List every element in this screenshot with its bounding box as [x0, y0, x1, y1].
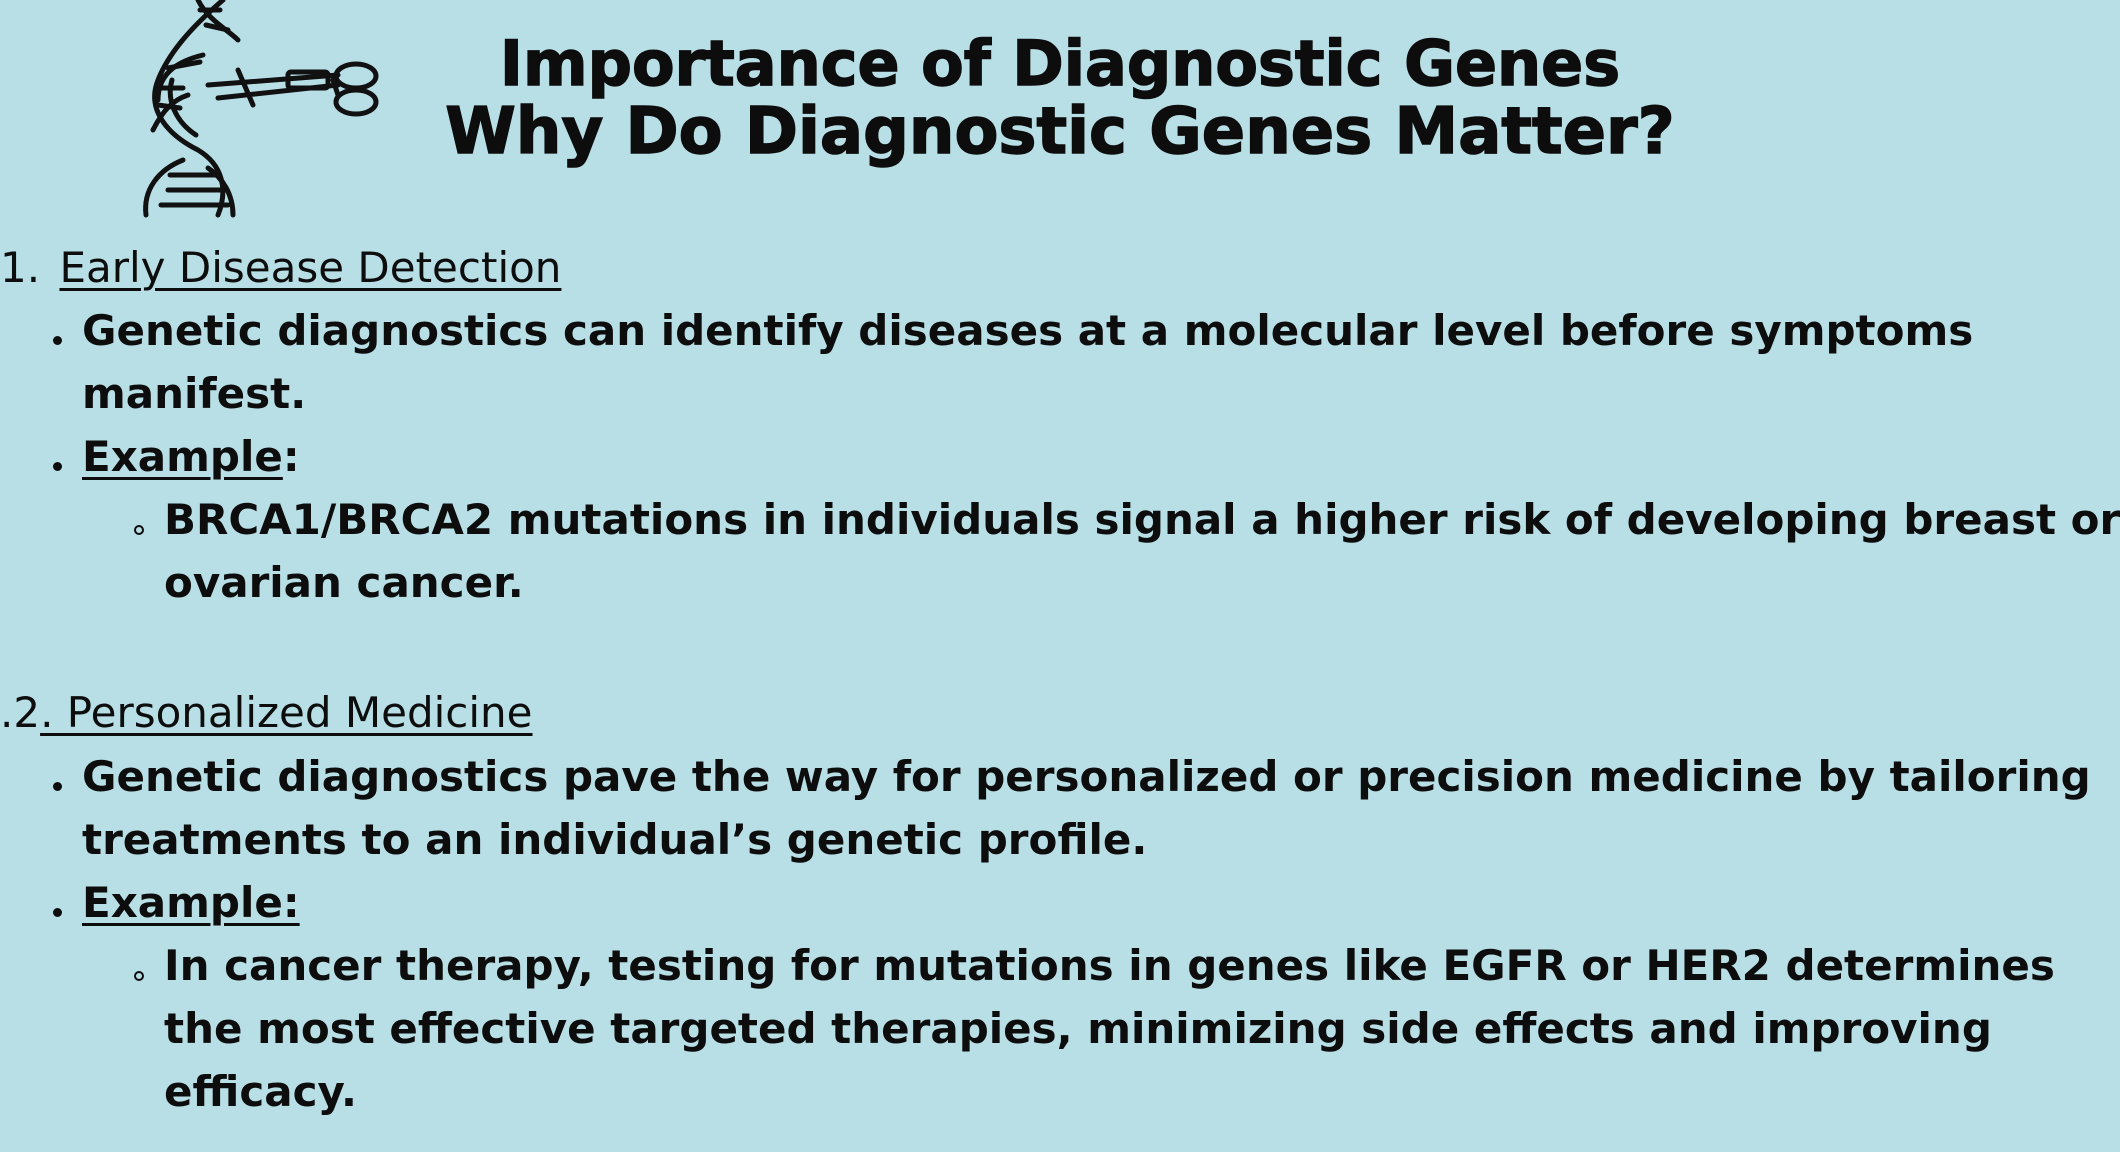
sub-bullet-circle	[134, 525, 144, 535]
section-1-bullet-1-line-2: manifest.	[82, 369, 307, 418]
sub-bullet-circle	[134, 971, 144, 981]
section-2-sub-bullet-line-3: efficacy.	[164, 1067, 357, 1116]
section-2-example-label: Example:	[82, 878, 300, 927]
section-2-bullet-1-line-1: Genetic diagnostics pave the way for per…	[82, 752, 2091, 801]
section-1-example: Example:	[82, 432, 300, 482]
section-1-sub-bullet-line-1: BRCA1/BRCA2 mutations in individuals sig…	[164, 495, 2120, 544]
slide: Importance of Diagnostic Genes Why Do Di…	[0, 0, 2120, 1116]
bullet-dot	[53, 336, 62, 345]
bullet-dot	[53, 782, 62, 791]
section-2-bullet-1-line-2: treatments to an individual’s genetic pr…	[82, 815, 1148, 864]
section-2-heading: .2. Personalized Medicine	[0, 688, 533, 738]
dna-scissors-icon	[143, 0, 379, 218]
section-1-heading: 1. Early Disease Detection	[0, 243, 561, 293]
section-2-example: Example:	[82, 878, 300, 928]
section-2-sub-bullet-line-1: In cancer therapy, testing for mutations…	[164, 941, 2055, 990]
section-2-sub-bullet-line-2: the most effective targeted therapies, m…	[164, 1004, 1992, 1053]
page-title: Importance of Diagnostic Genes	[499, 27, 1621, 100]
section-1-bullet-1-line-1: Genetic diagnostics can identify disease…	[82, 306, 1974, 355]
section-2-title: . Personalized Medicine	[40, 688, 533, 737]
section-1-sub-bullet-line-2: ovarian cancer.	[164, 558, 524, 607]
page-subtitle: Why Do Diagnostic Genes Matter?	[445, 95, 1676, 169]
section-2-number: .2	[0, 688, 41, 737]
section-1-example-label: Example	[82, 432, 283, 481]
section-1-example-colon: :	[282, 432, 300, 481]
bullet-dot	[53, 908, 62, 917]
title-block: Importance of Diagnostic Genes Why Do Di…	[370, 27, 1750, 169]
section-1-number: 1.	[0, 243, 41, 292]
bullet-dot	[53, 462, 62, 471]
section-1-title: Early Disease Detection	[59, 243, 562, 292]
